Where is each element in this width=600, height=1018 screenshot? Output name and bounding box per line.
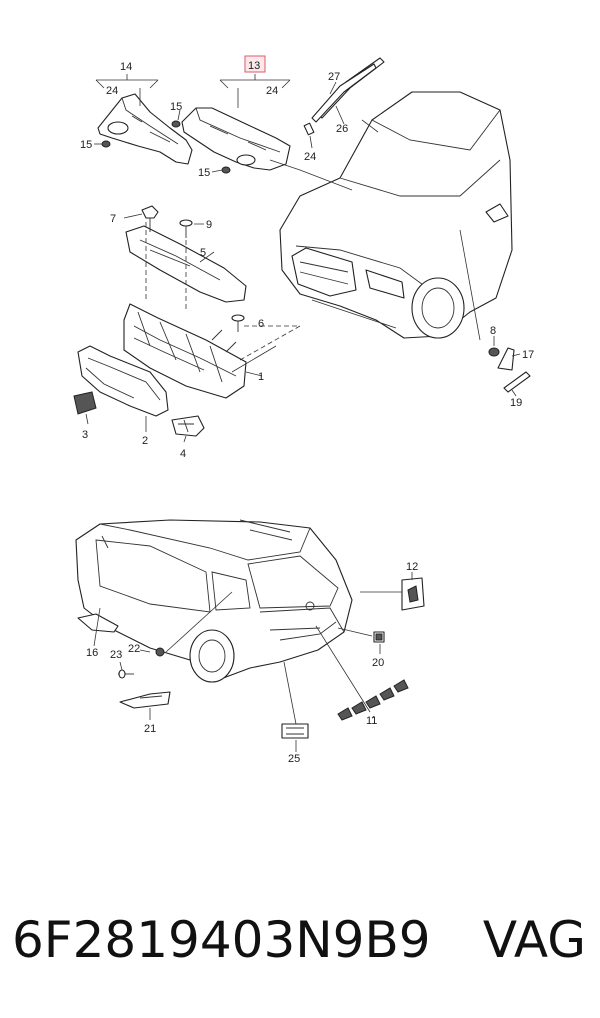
clip-8 — [488, 347, 500, 357]
callout-17: 17 — [522, 349, 534, 361]
clip-22 — [155, 647, 165, 657]
emblem-3 — [73, 391, 97, 415]
fr-badge-4 — [171, 415, 205, 437]
callout-13: 13 — [248, 60, 260, 72]
front-car — [279, 91, 513, 339]
callout-8: 8 — [490, 325, 496, 337]
callout-25: 25 — [288, 753, 300, 765]
callout-20: 20 — [372, 657, 384, 669]
callout-24-seal: 24 — [304, 151, 316, 163]
callout-16: 16 — [86, 647, 98, 659]
clip-15-bottom — [221, 166, 231, 174]
callout-15-left: 15 — [80, 139, 92, 151]
callout-15-middle: 15 — [170, 101, 182, 113]
screw-23 — [118, 669, 134, 679]
badge-25 — [281, 723, 309, 739]
badge-21 — [119, 691, 171, 709]
callout-6: 6 — [258, 318, 264, 330]
brand-name: VAG — [482, 911, 586, 969]
callout-1: 1 — [258, 371, 264, 383]
callout-13-highlight — [244, 55, 266, 73]
callout-26: 26 — [336, 123, 348, 135]
callout-14: 14 — [120, 61, 132, 73]
clip-7 — [141, 205, 159, 232]
part-number: 6F2819403N9B9 — [12, 911, 431, 969]
callout-5: 5 — [200, 247, 206, 259]
screw-6 — [231, 314, 245, 332]
bottom-leader-lines — [93, 572, 413, 752]
callout-22: 22 — [128, 643, 140, 655]
clip-15-middle — [171, 120, 181, 128]
callout-19: 19 — [510, 397, 522, 409]
clip-15-left — [101, 140, 111, 148]
right-plenum-cover — [181, 107, 291, 171]
callout-4: 4 — [180, 448, 186, 460]
badge-12 — [401, 577, 425, 611]
callout-23: 23 — [110, 649, 122, 661]
callout-21: 21 — [144, 723, 156, 735]
part-footer: 6F2819403N9B9 VAG — [0, 900, 600, 980]
arona-lettering-11 — [337, 679, 409, 721]
badge-20 — [373, 631, 385, 643]
callout-12: 12 — [406, 561, 418, 573]
callout-24-right: 24 — [266, 85, 278, 97]
mirror-trim-17 — [497, 347, 515, 371]
trim-strip-19 — [503, 371, 531, 393]
callout-9: 9 — [206, 219, 212, 231]
top-leader-lines — [85, 74, 521, 443]
rear-car — [75, 519, 353, 683]
grille-surround — [77, 345, 169, 417]
callout-7: 7 — [110, 213, 116, 225]
grille-assembly — [123, 303, 247, 399]
parts-diagram: 14 24 13 24 15 15 15 27 26 24 7 9 5 6 1 … — [73, 55, 534, 765]
screw-9 — [179, 219, 193, 238]
left-plenum-cover — [97, 93, 193, 165]
callout-11: 11 — [366, 715, 377, 727]
callout-2: 2 — [142, 435, 148, 447]
callout-15-bottom: 15 — [198, 167, 210, 179]
callout-3: 3 — [82, 429, 88, 441]
callout-27: 27 — [328, 71, 340, 83]
seal-strip — [303, 57, 385, 136]
callout-24-left: 24 — [106, 85, 118, 97]
